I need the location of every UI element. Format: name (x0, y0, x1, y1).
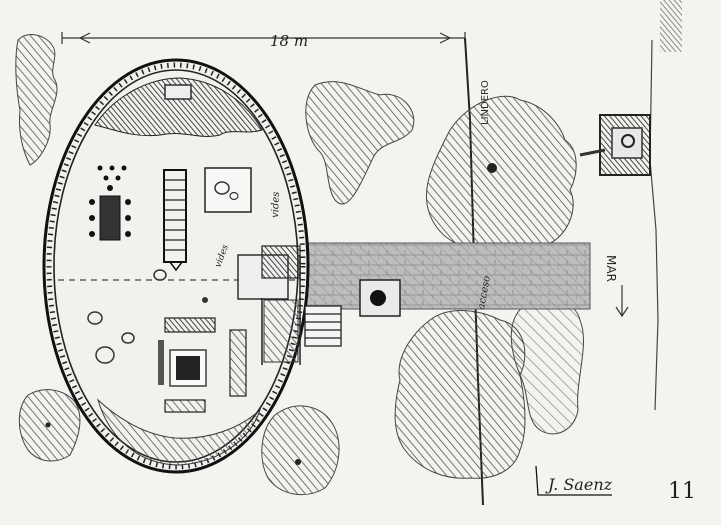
garden-flower (202, 297, 208, 303)
vegetation-large-right (426, 95, 577, 250)
walkway-shading (300, 243, 590, 309)
vegetation-bottom-center (394, 310, 526, 479)
entry-pavilion (237, 245, 301, 365)
tree-trunk-right (487, 163, 497, 173)
edge-mark (660, 0, 682, 52)
garden-shrubs (87, 269, 167, 364)
sea-arrow (615, 285, 629, 318)
dimension-label: 18 m (270, 32, 308, 50)
tree-trunk-bottom-mid (295, 459, 301, 465)
dining-table-with-chairs (89, 185, 131, 241)
chairs-cluster (97, 165, 127, 181)
vegetation-top-left (15, 34, 58, 166)
vides-label-right: vides (270, 191, 282, 218)
garden-bed-4 (164, 399, 206, 413)
garden-planting-top (94, 77, 263, 137)
vegetation-center-top (305, 81, 415, 205)
garden-bed-2 (229, 329, 247, 397)
svg-text:J. Saenz: J. Saenz (545, 475, 613, 494)
garden-structure-top (164, 84, 192, 100)
stone-square (204, 167, 252, 213)
signature: J. Saenz (535, 465, 613, 496)
well-platform (359, 279, 401, 317)
entry-steps (304, 305, 342, 347)
structure-top-right (579, 114, 651, 176)
page-number: 11 (668, 479, 696, 504)
garden-pond (169, 349, 207, 387)
vegetation-bottom-mid (261, 405, 340, 496)
garden-bed-1 (164, 317, 216, 333)
mar-label: MAR (604, 255, 618, 282)
pergola-bench (163, 169, 187, 272)
garden-planting-bottom (97, 398, 262, 466)
garden-bed-3 (158, 340, 164, 385)
tree-trunk-bottom-left (45, 422, 51, 428)
